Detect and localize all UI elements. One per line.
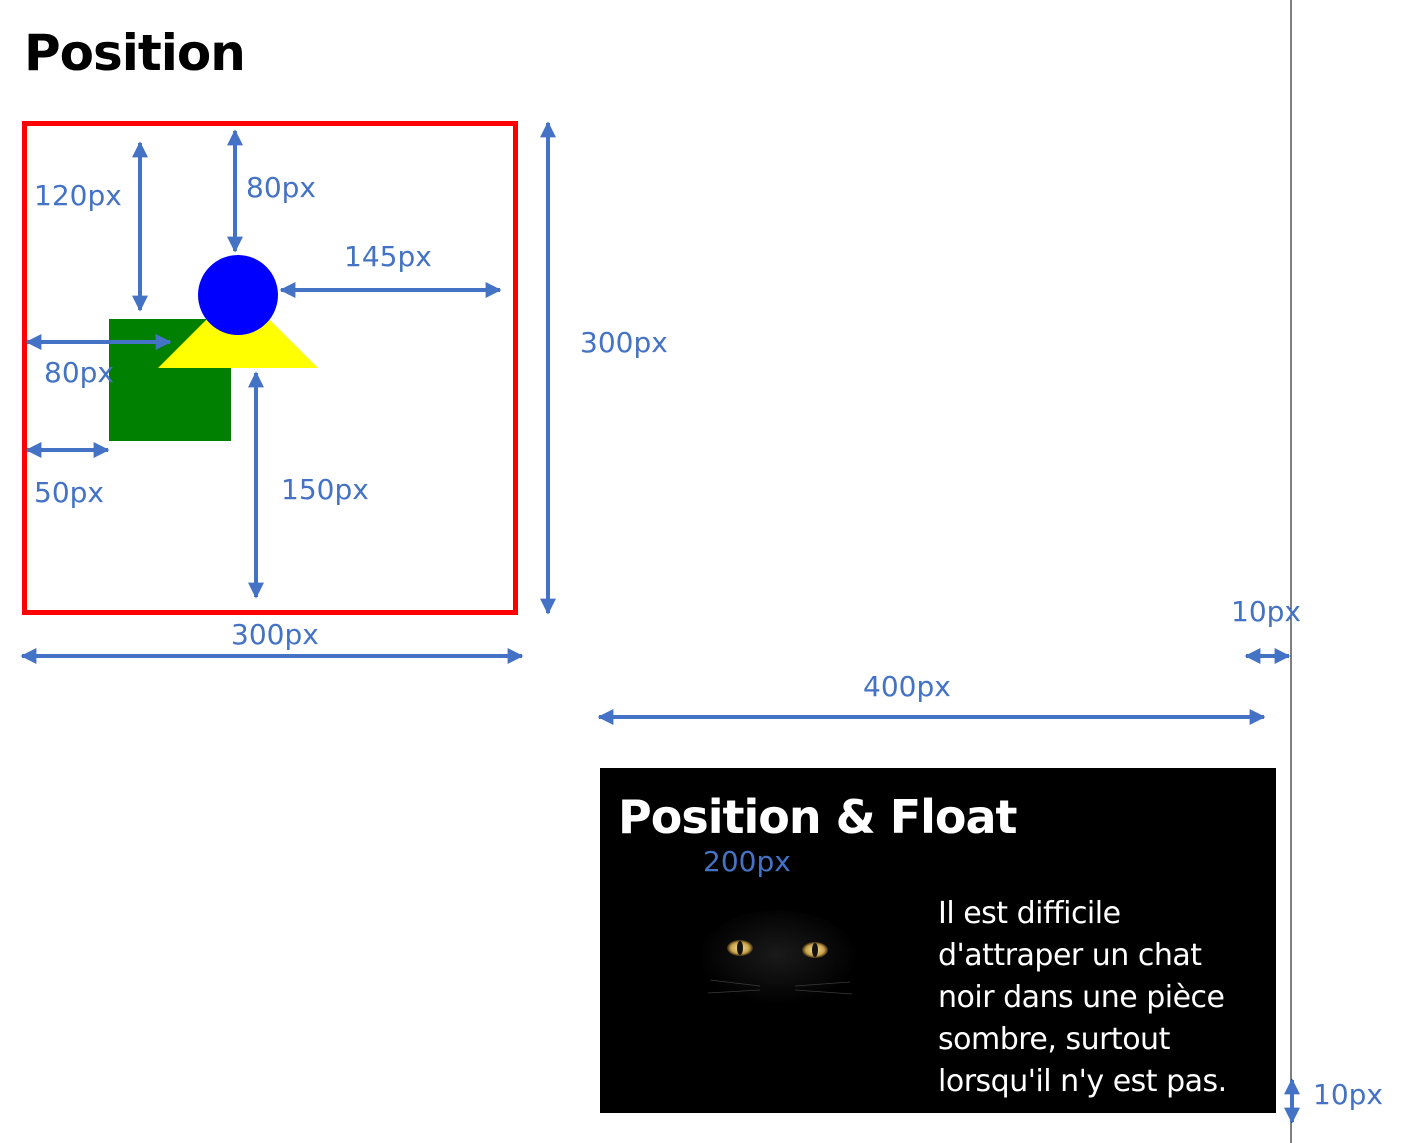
panel-text: Il est difficile d'attraper un chat noir… [938, 896, 1227, 1099]
label-width-300: 300px [231, 618, 319, 651]
label-left-50: 50px [34, 476, 104, 509]
label-top-80: 80px [246, 171, 316, 204]
container-box [22, 121, 518, 615]
panel-title: Position & Float [618, 790, 1018, 844]
label-top-120: 120px [34, 179, 122, 212]
label-right-145: 145px [344, 240, 432, 273]
label-width-400: 400px [863, 670, 951, 703]
blue-circle [198, 255, 278, 335]
page-title: Position [24, 24, 246, 82]
label-width-200: 200px [703, 845, 791, 878]
black-cat-image [620, 898, 910, 1028]
label-height-300: 300px [580, 326, 668, 359]
label-margin-10-right: 10px [1231, 595, 1301, 628]
label-margin-10-bottom: 10px [1313, 1078, 1383, 1111]
label-bottom-150: 150px [281, 473, 369, 506]
label-left-80: 80px [44, 356, 114, 389]
